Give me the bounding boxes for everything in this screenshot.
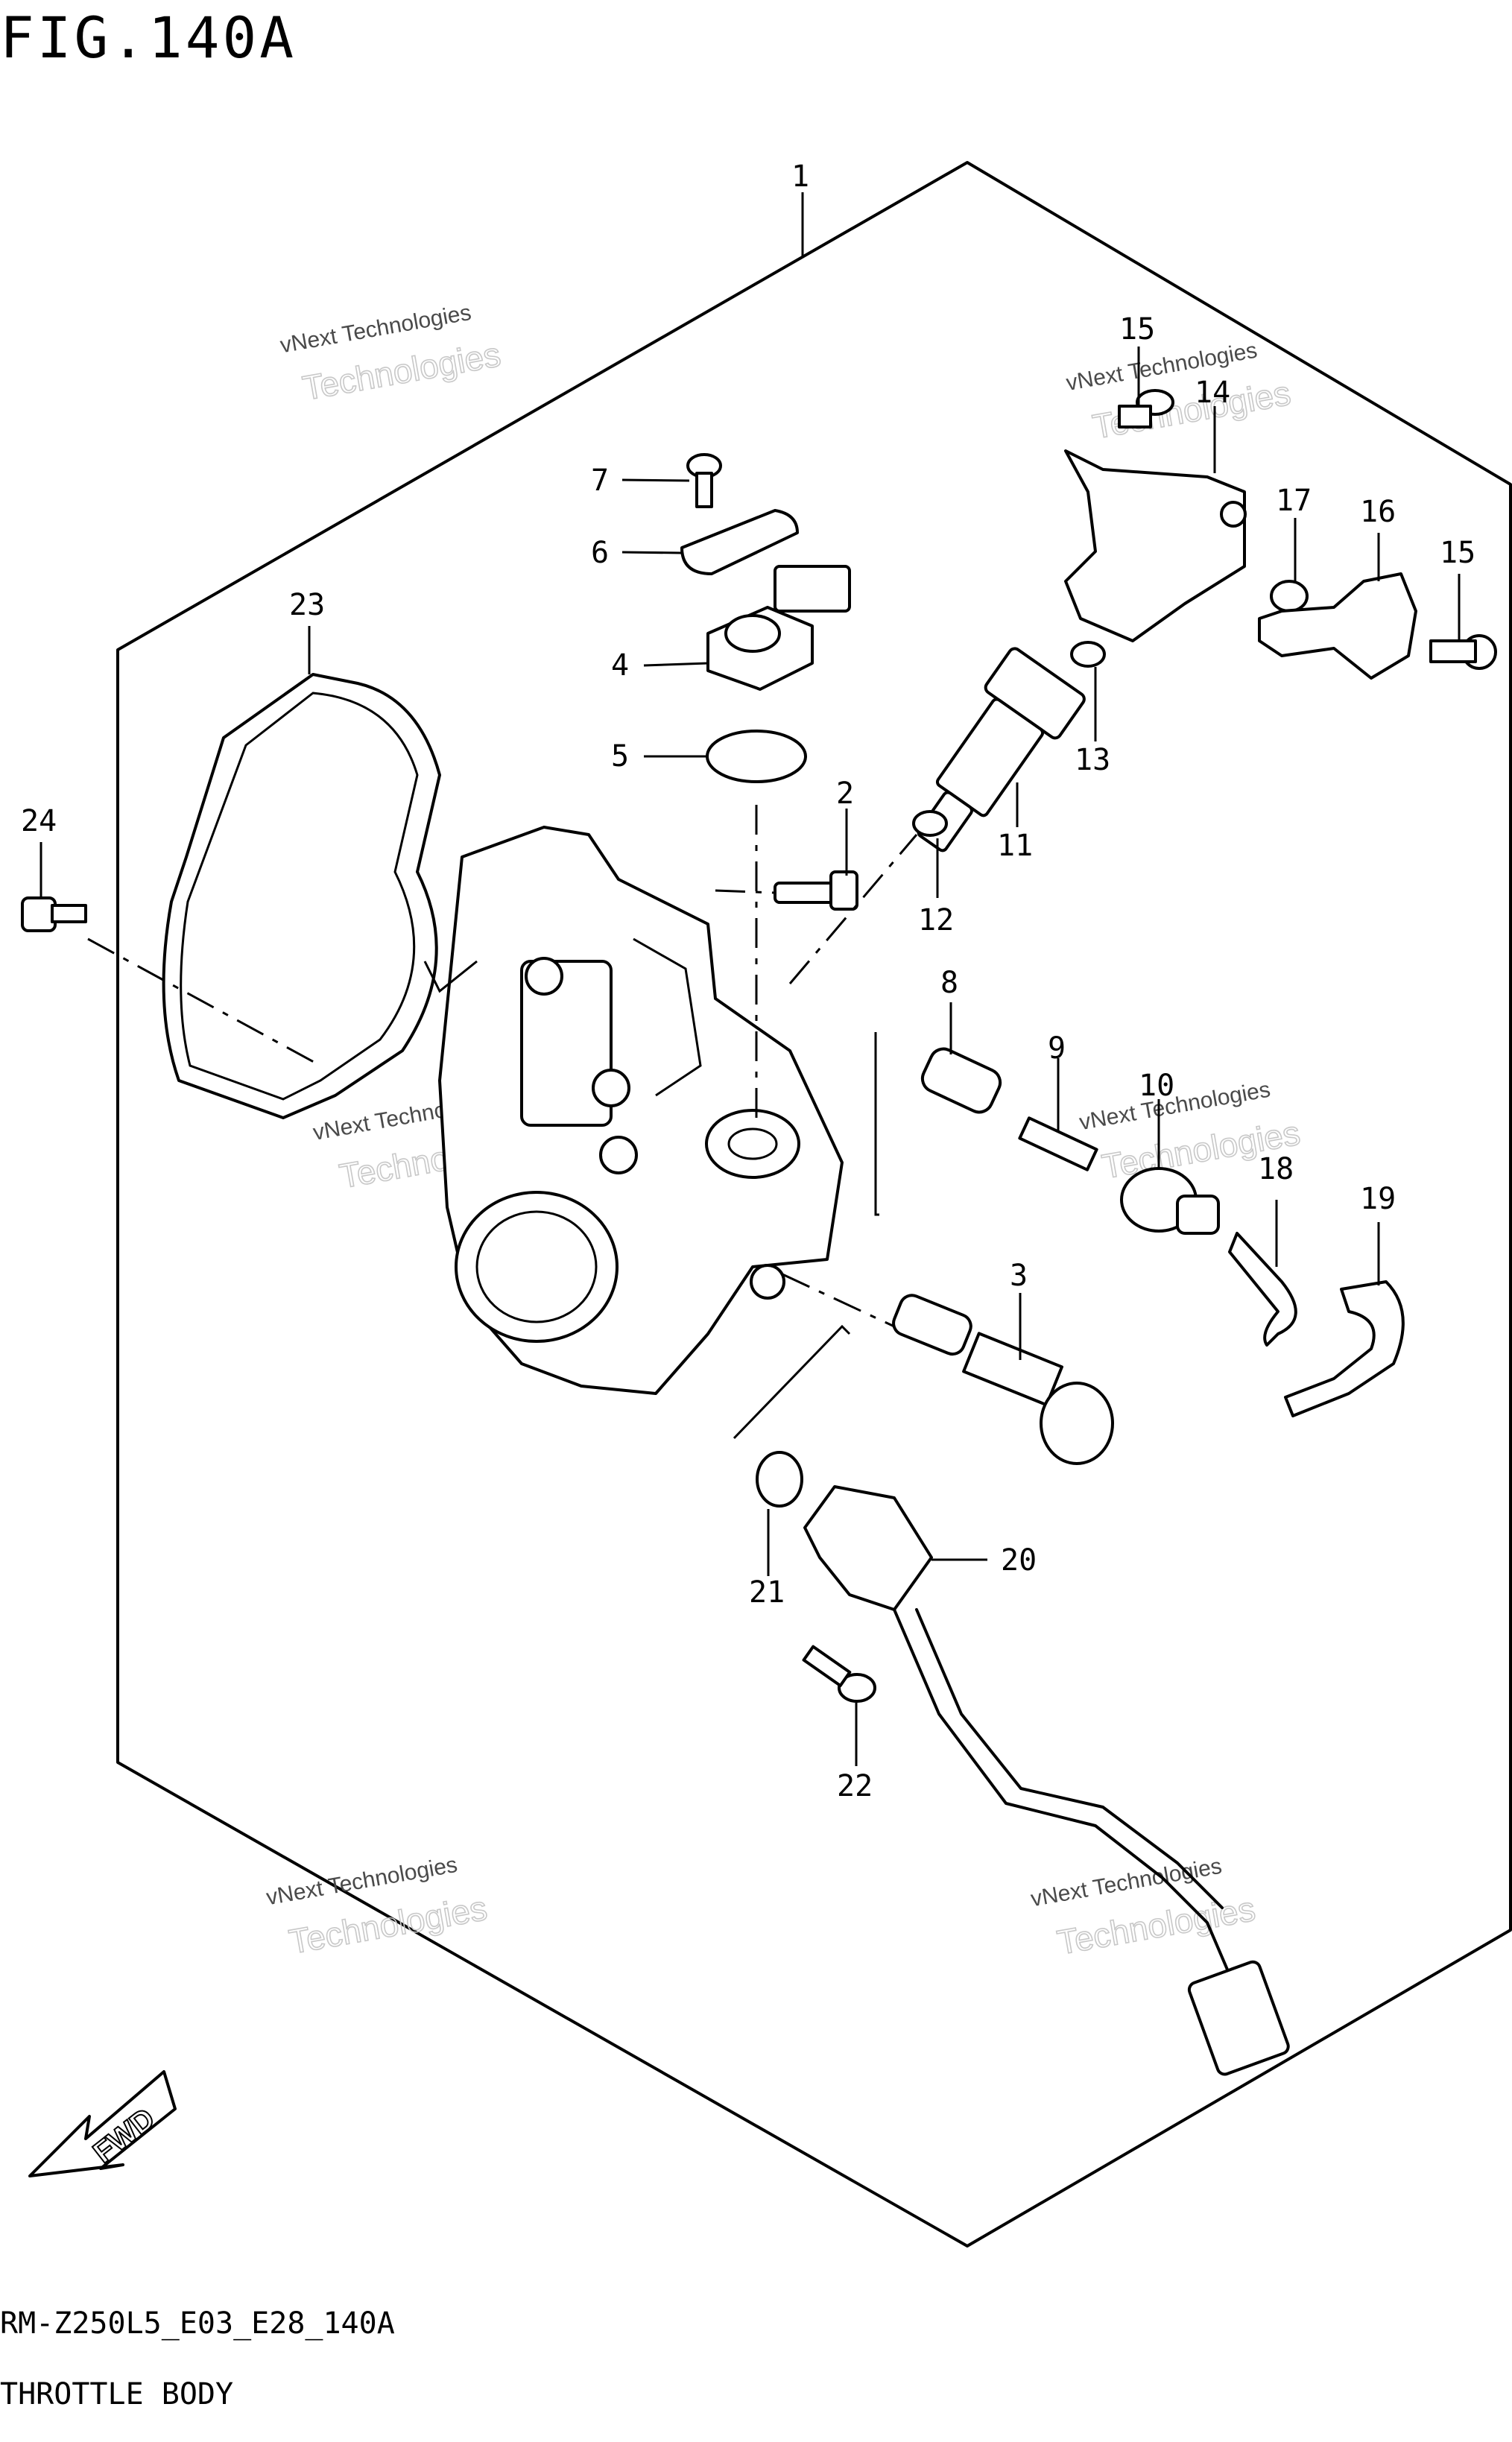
callout-20: 20 xyxy=(1001,1543,1037,1578)
model-code: RM-Z250L5_E03_E28_140A xyxy=(0,2306,395,2341)
callout-18: 18 xyxy=(1258,1152,1294,1186)
hose-19 xyxy=(1284,1280,1405,1417)
callout-labels: 1 2 3 4 5 6 7 8 9 10 11 12 13 14 15 15 1… xyxy=(21,159,1475,1803)
sensor-20 xyxy=(803,1485,933,1611)
plate-6 xyxy=(680,509,799,575)
leader-lines xyxy=(39,192,1461,1766)
callout-10: 10 xyxy=(1139,1069,1174,1103)
callout-19: 19 xyxy=(1360,1182,1396,1216)
throttle-body xyxy=(423,826,844,1395)
o-ring-5 xyxy=(706,730,807,783)
bracket-hole xyxy=(1220,501,1247,528)
throttle-cover xyxy=(162,673,441,1119)
hose-18 xyxy=(1228,1232,1297,1347)
callout-9: 9 xyxy=(1048,1031,1066,1066)
bolt-15-right xyxy=(1429,634,1497,670)
leader-bracket xyxy=(733,1324,851,1440)
screw-7 xyxy=(686,453,722,508)
sensor-harness xyxy=(893,1608,1253,2028)
callout-1: 1 xyxy=(791,159,809,194)
bracket-14 xyxy=(1064,449,1246,642)
callout-13: 13 xyxy=(1075,743,1110,777)
o-ring-21 xyxy=(756,1451,803,1508)
throttle-cover-inner xyxy=(180,692,419,1101)
callout-24: 24 xyxy=(21,804,57,838)
callout-23: 23 xyxy=(289,588,325,622)
harness-connector xyxy=(1187,1960,1290,2076)
callout-15a: 15 xyxy=(1119,312,1155,347)
callout-16: 16 xyxy=(1360,495,1396,529)
callout-21: 21 xyxy=(749,1575,785,1610)
throttle-sensor xyxy=(706,565,851,691)
callout-3: 3 xyxy=(1010,1259,1028,1293)
o-ring-17 xyxy=(1270,580,1309,613)
spring-9 xyxy=(1018,1116,1098,1171)
bolt-24 xyxy=(21,896,87,932)
callout-11: 11 xyxy=(997,829,1033,863)
callout-6: 6 xyxy=(591,536,609,570)
callout-7: 7 xyxy=(591,464,609,498)
bolt-15-upper xyxy=(1118,389,1174,428)
leader-dash xyxy=(782,1273,895,1328)
sensor-harness xyxy=(915,1608,1224,1909)
figure-title: FIG.140A xyxy=(0,4,297,71)
leader-bracket xyxy=(874,1032,879,1216)
seal-12 xyxy=(912,810,948,837)
callout-4: 4 xyxy=(611,648,629,683)
figure-caption: THROTTLE BODY xyxy=(0,2377,234,2411)
elbow-16 xyxy=(1258,572,1417,680)
callout-5: 5 xyxy=(611,739,629,774)
adjust-screw-3 xyxy=(892,1294,1114,1465)
callout-15b: 15 xyxy=(1440,536,1475,570)
callout-14: 14 xyxy=(1195,376,1230,410)
leader-dash xyxy=(87,937,321,1067)
callout-17: 17 xyxy=(1276,484,1312,518)
callout-2: 2 xyxy=(836,776,854,811)
cap-10 xyxy=(1120,1167,1220,1235)
fwd-direction-arrow: FWD xyxy=(28,2070,177,2177)
callout-22: 22 xyxy=(837,1769,873,1803)
bolt-22 xyxy=(802,1645,876,1703)
plunger-8 xyxy=(920,1047,1002,1114)
leader-dash xyxy=(715,889,776,894)
seal-13 xyxy=(1070,641,1106,668)
callout-12: 12 xyxy=(918,903,954,937)
callout-8: 8 xyxy=(940,966,958,1000)
leader-dash xyxy=(788,834,918,984)
assembly-outline xyxy=(116,161,1512,2248)
screw-2 xyxy=(774,870,858,911)
